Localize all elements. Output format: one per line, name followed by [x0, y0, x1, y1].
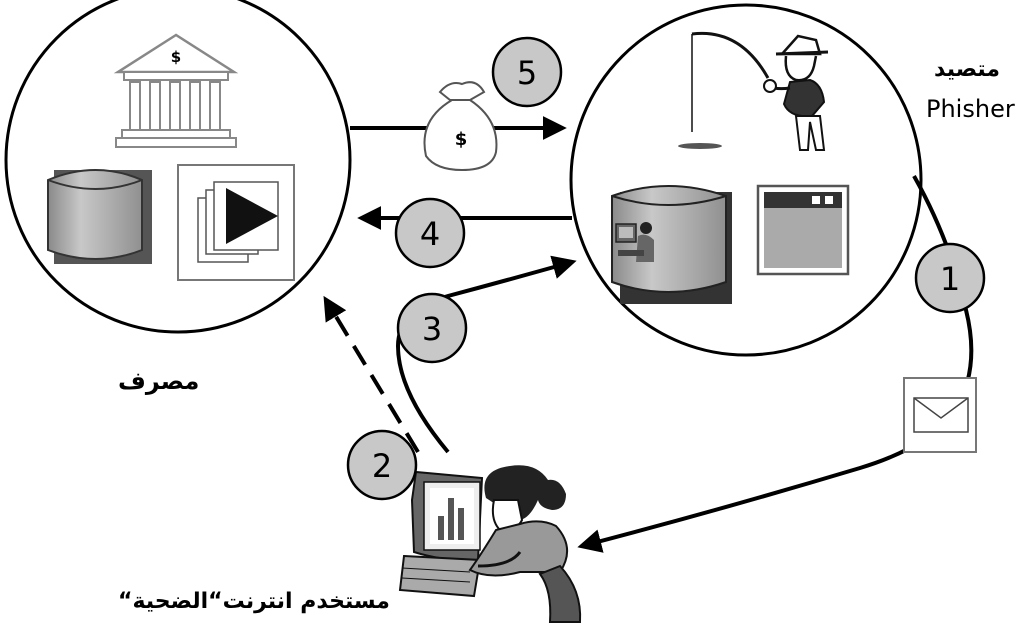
bank-database-icon [47, 169, 152, 264]
step-badge-5: 5 [491, 36, 563, 108]
step-2-number: 2 [372, 447, 392, 485]
phisher-database-icon [611, 185, 732, 304]
money-bag-icon: $ [423, 81, 498, 172]
step-badge-4: 4 [394, 197, 466, 269]
bank-website-icon [177, 164, 295, 281]
play-icon [226, 188, 278, 244]
step-3-number: 3 [422, 310, 442, 348]
fisherman-icon [678, 31, 829, 151]
bank-building-icon: $ [113, 33, 239, 148]
phisher-english-label: Phisher [926, 95, 1015, 123]
bank-dollar-sign: $ [171, 48, 181, 66]
money-bag-dollar-sign: $ [455, 129, 468, 150]
step-5-number: 5 [517, 54, 537, 92]
phisher-window-icon [756, 184, 850, 276]
victim-label: مستخدم انترنت“الضحية“ [118, 589, 390, 614]
phisher-worker-icon [615, 222, 654, 262]
victim-icon [398, 465, 582, 623]
step-badge-1: 1 [914, 242, 986, 314]
step-1-number: 1 [940, 260, 960, 298]
step-4-number: 4 [420, 215, 440, 253]
envelope-icon [903, 377, 977, 453]
phisher-arabic-label: متصيد [934, 57, 1000, 82]
redirect-dashed-arrow [323, 295, 420, 454]
step-badge-3: 3 [396, 292, 468, 364]
bank-label: مصرف [118, 367, 200, 395]
step-badge-2: 2 [346, 429, 418, 501]
